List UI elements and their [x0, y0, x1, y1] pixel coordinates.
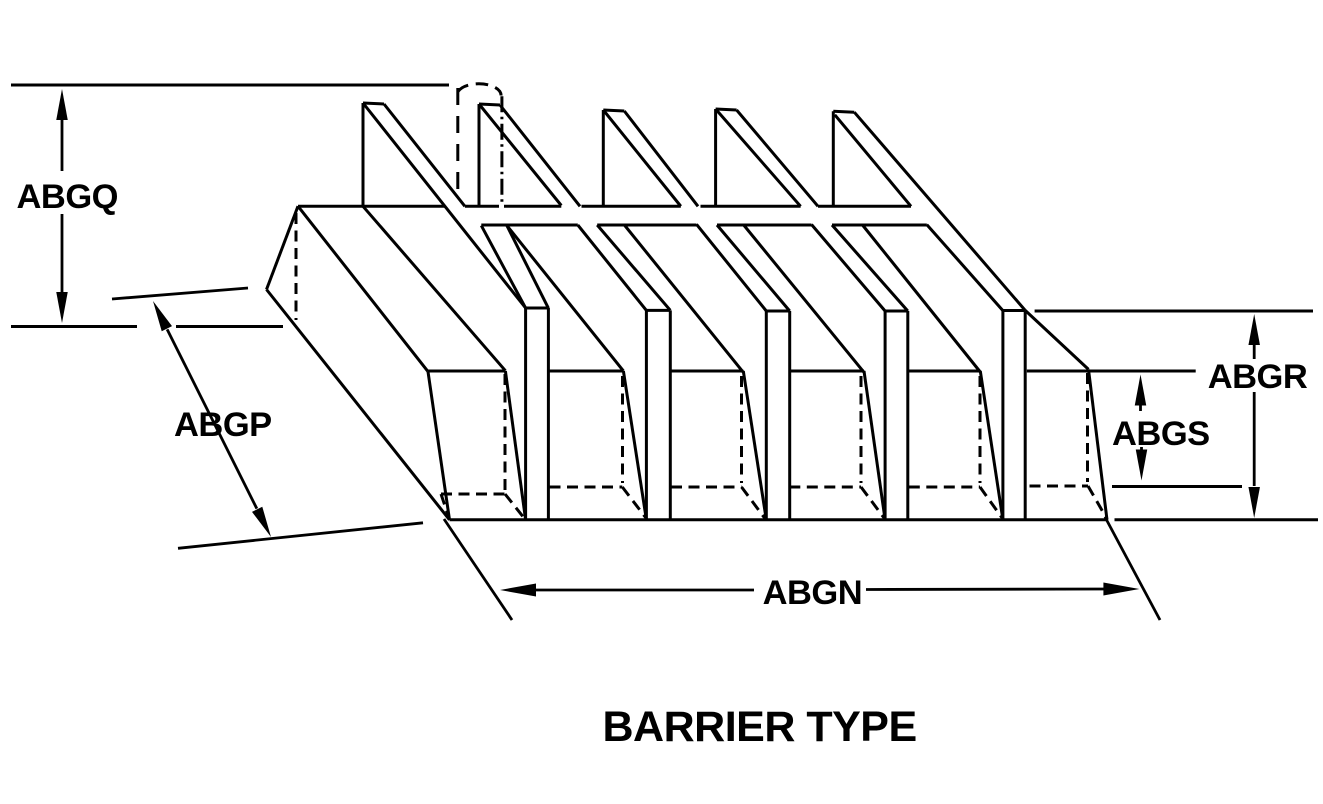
svg-text:ABGR: ABGR — [1208, 358, 1308, 396]
svg-text:ABGP: ABGP — [174, 406, 272, 444]
svg-text:ABGQ: ABGQ — [17, 178, 119, 216]
svg-text:BARRIER TYPE: BARRIER TYPE — [603, 703, 917, 751]
svg-text:ABGN: ABGN — [763, 574, 863, 612]
svg-text:ABGS: ABGS — [1112, 415, 1210, 453]
